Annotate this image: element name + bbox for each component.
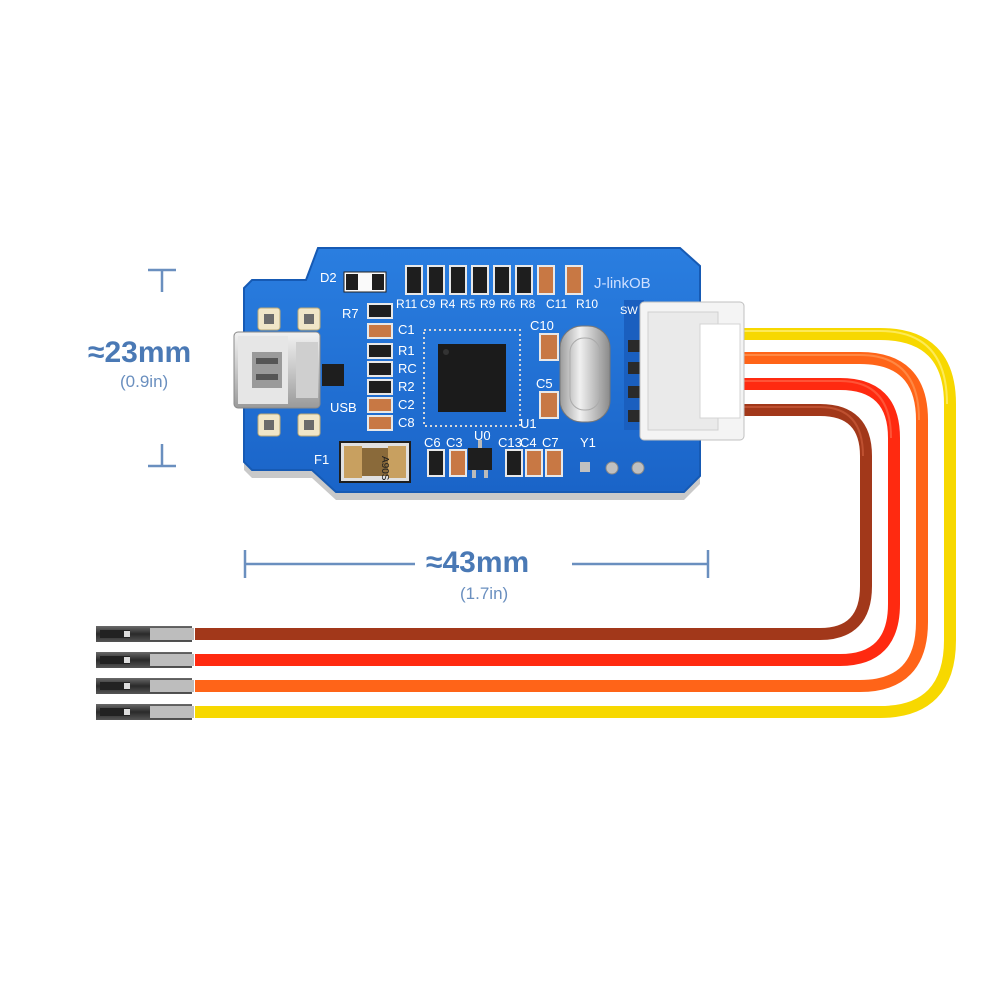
label-model: J-linkOB — [594, 275, 651, 292]
height-dimension-value: ≈23mm — [88, 336, 192, 369]
swd-connector — [624, 300, 745, 441]
label-r4: R4 — [440, 297, 456, 311]
label-y1: Y1 — [580, 435, 596, 450]
silkscreen-labels: J-linkOB D2 R7 R11 C9 R4 R5 R9 R6 R8 C11… — [314, 270, 651, 481]
label-c6: C6 — [424, 435, 441, 450]
label-r2: R2 — [398, 379, 415, 394]
smd-middle-right — [539, 333, 559, 419]
dupont-connector-orange — [96, 678, 194, 694]
label-r10: R10 — [576, 297, 598, 311]
label-u1: U1 — [520, 416, 537, 431]
label-rc: RC — [398, 361, 417, 376]
label-c10: C10 — [530, 318, 554, 333]
label-r8: R8 — [520, 297, 536, 311]
smd-bottom-row — [427, 440, 645, 478]
label-c4: C4 — [520, 435, 537, 450]
label-c2: C2 — [398, 397, 415, 412]
label-d2: D2 — [320, 270, 337, 285]
micro-usb-port — [233, 331, 321, 409]
label-r1: R1 — [398, 343, 415, 358]
smd-top-row — [405, 265, 583, 295]
height-dimension-inches: (0.9in) — [120, 372, 169, 391]
label-r6: R6 — [500, 297, 516, 311]
dupont-connector-brown — [96, 626, 194, 642]
label-c7: C7 — [542, 435, 559, 450]
label-c8: C8 — [398, 415, 415, 430]
width-dimension-marker — [243, 550, 710, 578]
label-u0: U0 — [474, 428, 491, 443]
label-c1: C1 — [398, 322, 415, 337]
label-r9: R9 — [480, 297, 496, 311]
smd-left-column — [322, 303, 393, 431]
label-usb: USB — [330, 400, 357, 415]
width-dimension-value: ≈43mm — [426, 546, 530, 579]
label-sw: SW — [620, 305, 638, 317]
label-c11: C11 — [546, 297, 567, 311]
wire-orange — [195, 352, 928, 692]
label-c9: C9 — [420, 297, 436, 311]
label-fuse-code: A90S — [379, 456, 390, 481]
label-c3: C3 — [446, 435, 463, 450]
label-r7: R7 — [342, 306, 359, 321]
wire-bundle — [195, 328, 956, 718]
crystal-y1 — [559, 325, 611, 423]
width-dimension-inches: (1.7in) — [460, 584, 509, 603]
mcu-chip — [423, 329, 521, 427]
height-dimension-marker — [148, 268, 176, 468]
label-c13: C13 — [498, 435, 522, 450]
pcb-board: J-linkOB D2 R7 R11 C9 R4 R5 R9 R6 R8 C11… — [233, 247, 745, 500]
label-c5: C5 — [536, 376, 553, 391]
label-r11: R11 — [396, 297, 417, 311]
dupont-connector-yellow — [96, 704, 194, 720]
fuse-f1 — [339, 441, 411, 483]
wire-brown — [195, 404, 872, 640]
label-f1: F1 — [314, 452, 329, 467]
dupont-connector-red — [96, 652, 194, 668]
label-r5: R5 — [460, 297, 476, 311]
wire-red — [195, 378, 900, 666]
dupont-connectors — [96, 626, 194, 720]
led-d2 — [343, 271, 387, 293]
wire-yellow — [195, 328, 956, 718]
